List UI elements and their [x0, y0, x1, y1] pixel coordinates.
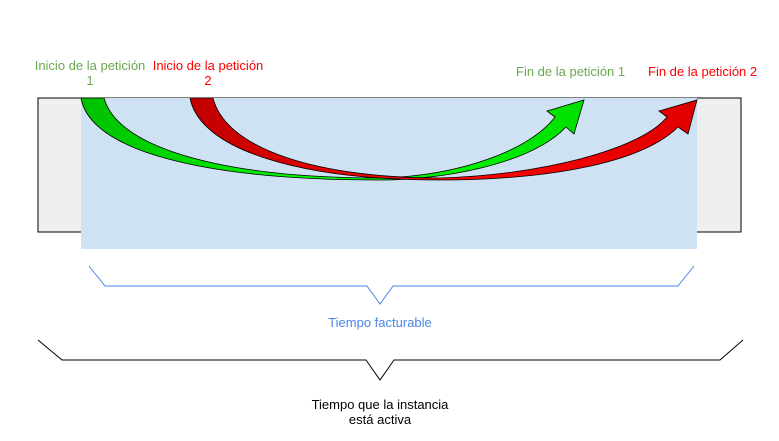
request2-start-label: Inicio de la petición 2: [152, 58, 264, 88]
request2-arrow: [189, 97, 698, 181]
billable-time-box: [81, 98, 697, 249]
request1-arrow: [80, 97, 585, 181]
request1-end-label: Fin de la petición 1: [516, 64, 626, 79]
request2-end-label: Fin de la petición 2: [648, 64, 758, 79]
instance-active-label: Tiempo que la instancia está activa: [311, 397, 449, 427]
billable-time-label: Tiempo facturable: [328, 315, 432, 330]
request1-start-label: Inicio de la petición 1: [34, 58, 146, 88]
instance-active-brace: [37, 339, 744, 381]
billable-time-brace: [88, 265, 695, 305]
